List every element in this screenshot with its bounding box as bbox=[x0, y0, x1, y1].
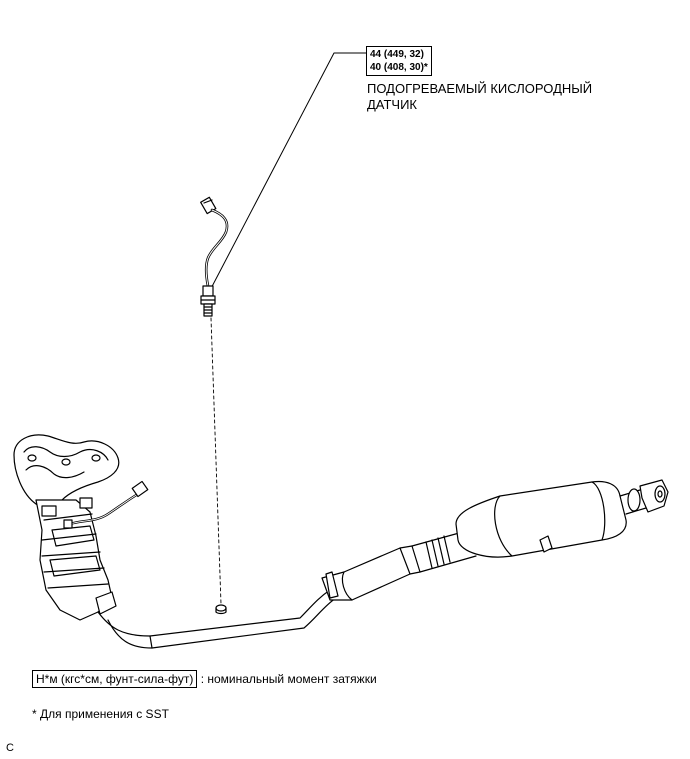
sst-note: * Для применения с SST bbox=[32, 707, 169, 721]
torque-value-sst: 40 (408, 30)* bbox=[370, 62, 428, 73]
front-exhaust-pipe bbox=[97, 589, 337, 649]
figure-code: C bbox=[6, 742, 14, 754]
torque-unit-box: Н*м (кгс*см, фунт-сила-фут) bbox=[32, 670, 198, 688]
torque-spec-box: 44 (449, 32) 40 (408, 30)* bbox=[366, 46, 432, 76]
leader-line bbox=[205, 52, 367, 299]
torque-legend: Н*м (кгс*см, фунт-сила-фут) : номинальны… bbox=[32, 670, 377, 688]
torque-value-standard: 44 (449, 32) bbox=[370, 49, 424, 60]
oxygen-sensor-label: ПОДОГРЕВАЕМЫЙ КИСЛОРОДНЫЙ ДАТЧИК bbox=[367, 81, 592, 113]
oxygen-sensor bbox=[200, 196, 229, 317]
exhaust-manifold bbox=[13, 434, 149, 621]
main-muffler bbox=[455, 480, 627, 558]
catalytic-converter bbox=[321, 545, 421, 601]
tail-pipe bbox=[619, 479, 669, 515]
torque-legend-description: : номинальный момент затяжки bbox=[200, 672, 377, 686]
alignment-dashed-line bbox=[210, 317, 222, 605]
part-label-line-1: ПОДОГРЕВАЕМЫЙ КИСЛОРОДНЫЙ bbox=[367, 81, 593, 96]
part-label-line-2: ДАТЧИК bbox=[367, 97, 417, 112]
